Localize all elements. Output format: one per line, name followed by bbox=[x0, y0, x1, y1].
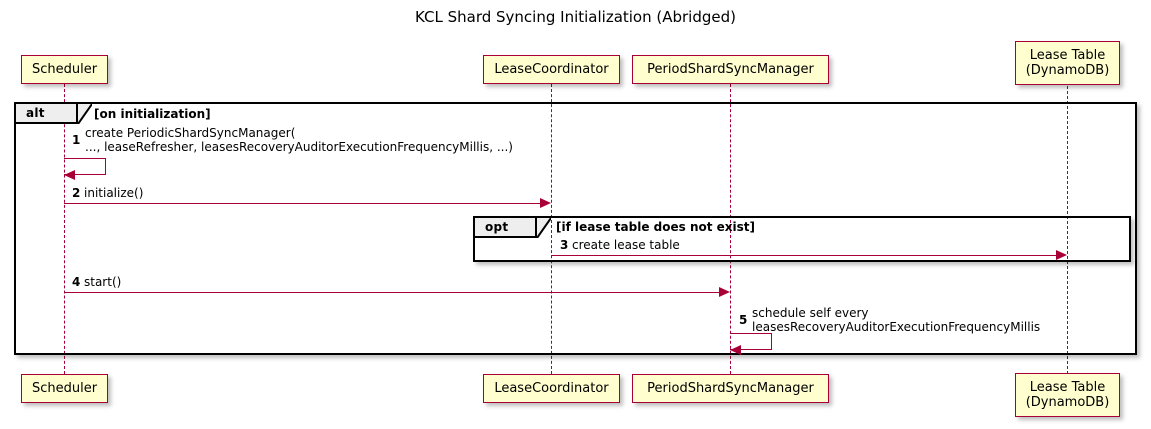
participant-period-shard-sync-manager-bottom[interactable]: PeriodShardSyncManager bbox=[632, 374, 829, 403]
message-4-sequence-number: 4 bbox=[72, 275, 81, 289]
participant-period-shard-sync-manager-top-label: PeriodShardSyncManager bbox=[647, 62, 814, 77]
lifeline-scheduler bbox=[64, 84, 65, 374]
message-2-arrowhead-icon bbox=[540, 198, 551, 208]
message-2-sequence-number: 2 bbox=[72, 186, 81, 200]
participant-lease-table-top-label: Lease Table (DynamoDB) bbox=[1025, 48, 1110, 78]
participant-lease-coordinator-top-label: LeaseCoordinator bbox=[494, 62, 609, 77]
message-3-label: create lease table bbox=[572, 238, 680, 252]
participant-scheduler-top-label: Scheduler bbox=[31, 62, 98, 77]
fragment-alt-condition: [on initialization] bbox=[94, 107, 211, 121]
participant-period-shard-sync-manager-top[interactable]: PeriodShardSyncManager bbox=[632, 55, 829, 84]
message-2-line bbox=[64, 203, 541, 204]
message-5-self-loop bbox=[730, 333, 772, 350]
participant-lease-coordinator-top[interactable]: LeaseCoordinator bbox=[483, 55, 620, 84]
message-1-self-loop bbox=[64, 158, 106, 175]
participant-lease-coordinator-bottom[interactable]: LeaseCoordinator bbox=[483, 374, 620, 403]
message-3-arrowhead-icon bbox=[1056, 250, 1067, 260]
message-4-line bbox=[64, 292, 720, 293]
message-3-sequence-number: 3 bbox=[560, 238, 569, 252]
participant-lease-coordinator-bottom-label: LeaseCoordinator bbox=[494, 381, 609, 396]
fragment-opt-operator-label: opt bbox=[475, 218, 537, 238]
message-2-label: initialize() bbox=[84, 186, 144, 200]
lifeline-lease-table bbox=[1067, 86, 1068, 374]
fragment-opt bbox=[473, 216, 1131, 262]
message-1-arrowhead-icon bbox=[64, 170, 75, 180]
message-5-label: schedule self every leasesRecoveryAudito… bbox=[752, 306, 1041, 334]
participant-scheduler-bottom[interactable]: Scheduler bbox=[21, 374, 108, 403]
page-title: KCL Shard Syncing Initialization (Abridg… bbox=[415, 8, 736, 26]
participant-lease-table-bottom[interactable]: Lease Table (DynamoDB) bbox=[1015, 373, 1120, 417]
fragment-alt bbox=[14, 102, 1137, 355]
message-3-line bbox=[551, 255, 1056, 256]
fragment-opt-condition: [if lease table does not exist] bbox=[556, 220, 756, 234]
fragment-opt-notch-icon bbox=[537, 218, 551, 238]
fragment-alt-notch-icon bbox=[78, 104, 92, 124]
message-1-label: create PeriodicShardSyncManager( ..., le… bbox=[85, 126, 513, 154]
participant-lease-table-bottom-label: Lease Table (DynamoDB) bbox=[1025, 380, 1110, 410]
message-4-arrowhead-icon bbox=[719, 287, 730, 297]
fragment-alt-operator-text: alt bbox=[26, 106, 45, 120]
participant-lease-table-top[interactable]: Lease Table (DynamoDB) bbox=[1015, 41, 1120, 85]
fragment-alt-operator-label: alt bbox=[16, 104, 78, 124]
participant-scheduler-top[interactable]: Scheduler bbox=[21, 55, 108, 84]
message-5-arrowhead-icon bbox=[730, 345, 741, 355]
lifeline-lease-coordinator bbox=[551, 84, 552, 374]
lifeline-period-shard-sync-manager bbox=[730, 84, 731, 374]
message-1-sequence-number: 1 bbox=[72, 133, 81, 147]
fragment-opt-operator-text: opt bbox=[485, 220, 509, 234]
message-4-label: start() bbox=[84, 275, 122, 289]
participant-period-shard-sync-manager-bottom-label: PeriodShardSyncManager bbox=[647, 381, 814, 396]
message-5-sequence-number: 5 bbox=[739, 313, 748, 327]
participant-scheduler-bottom-label: Scheduler bbox=[31, 381, 98, 396]
